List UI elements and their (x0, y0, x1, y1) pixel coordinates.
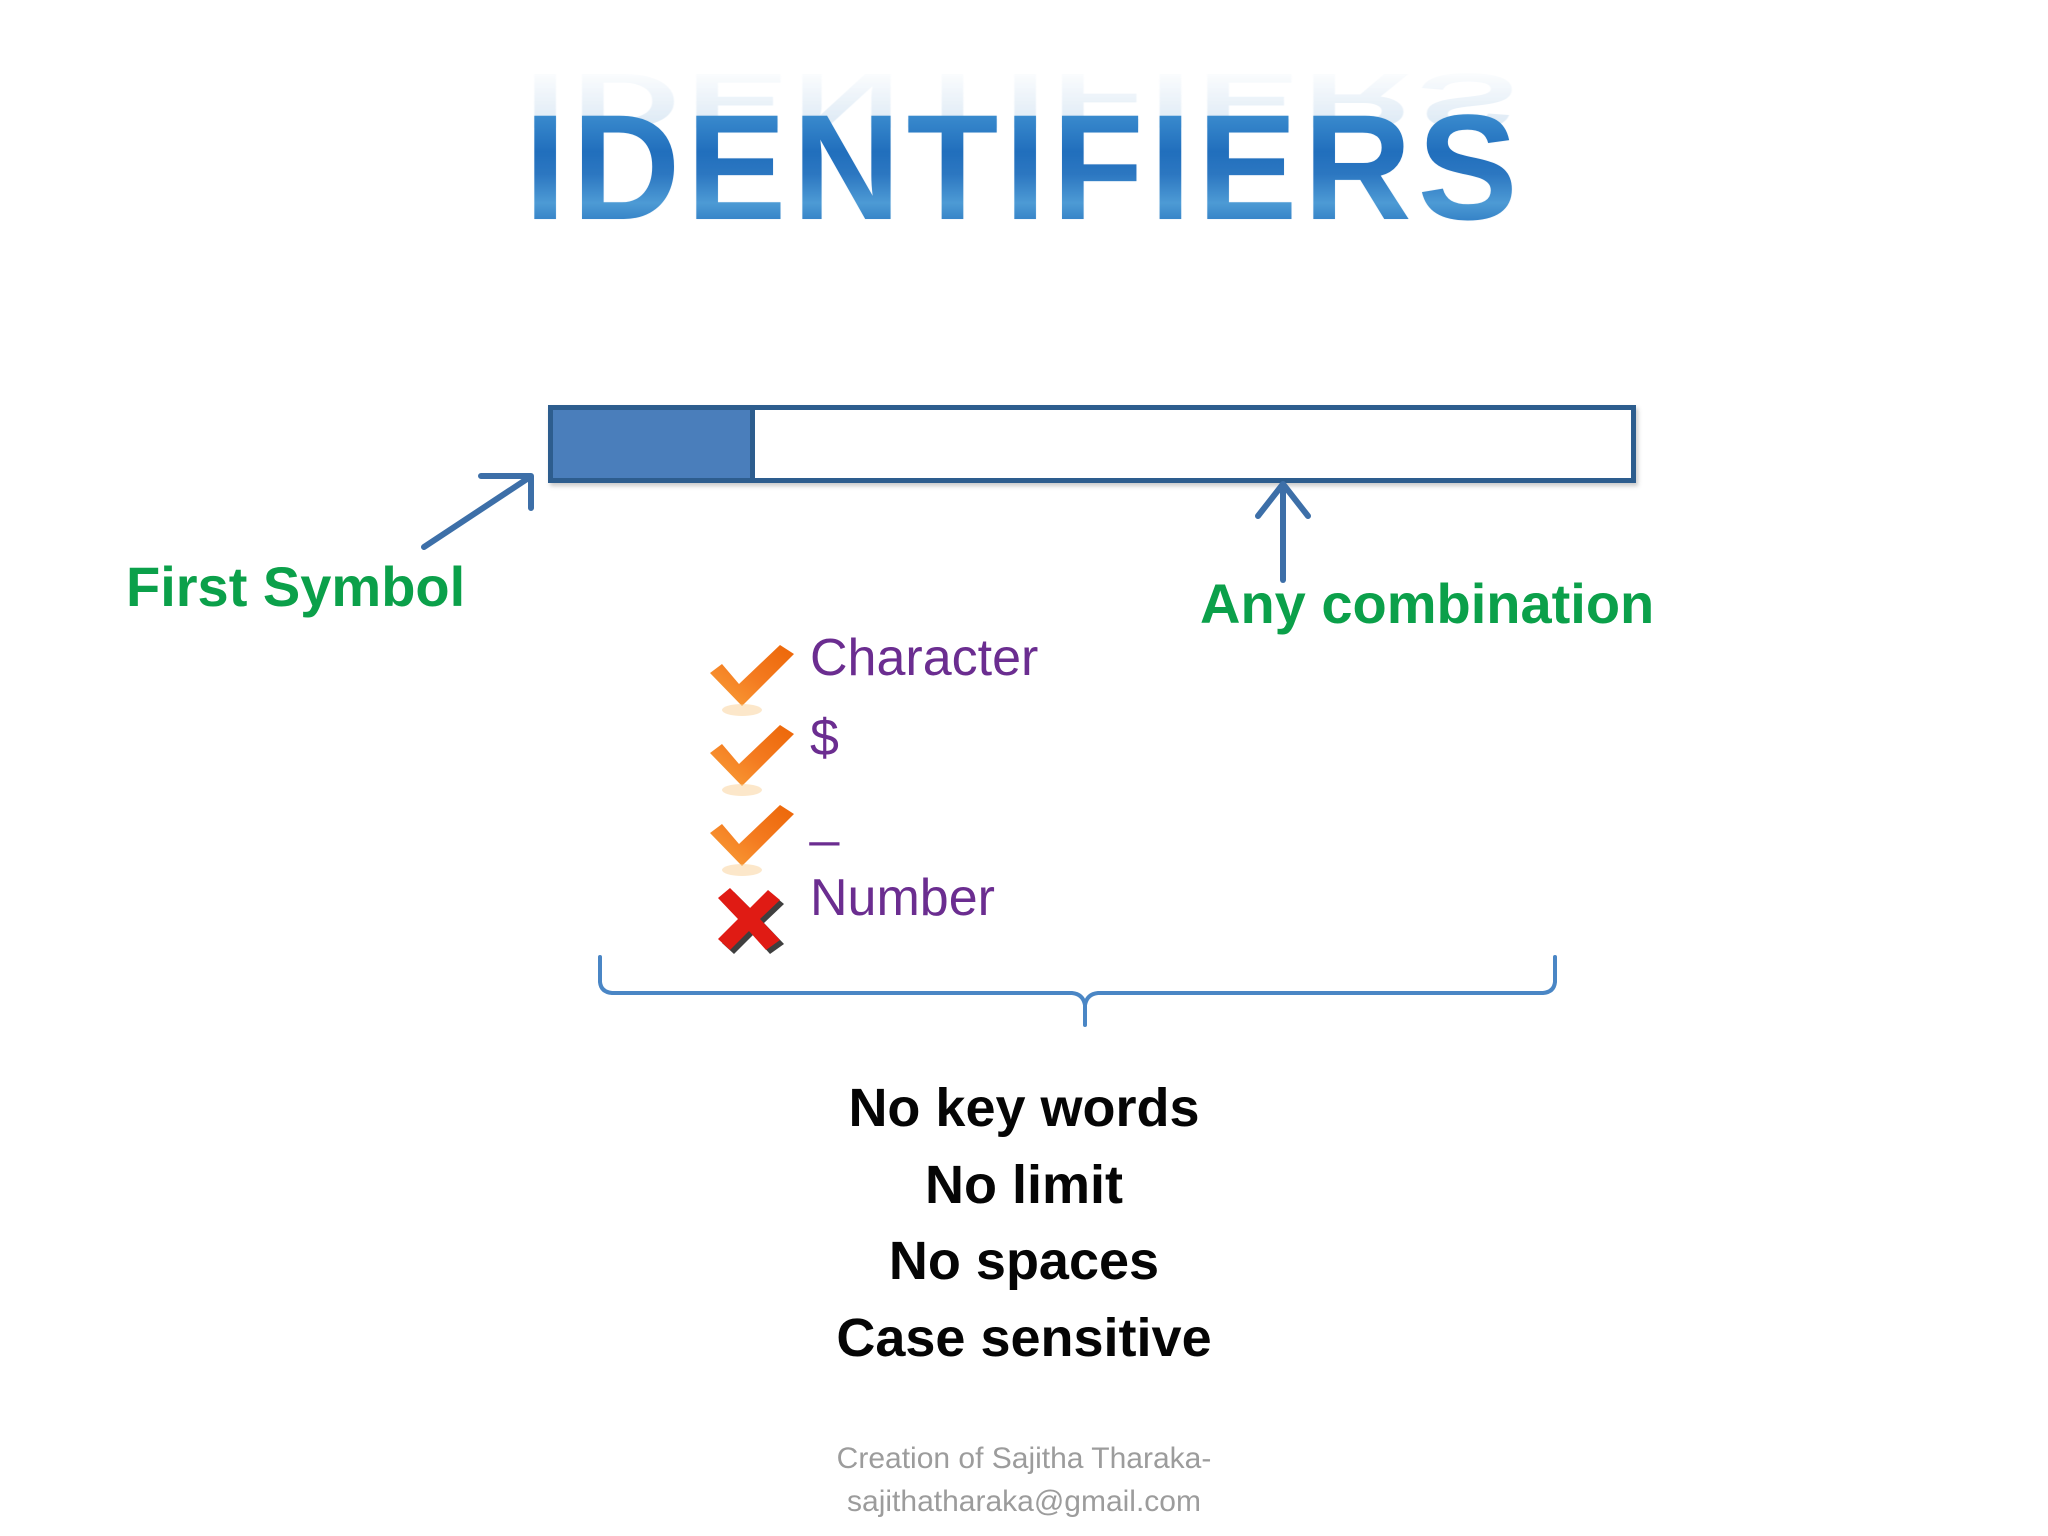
any-combination-arrow (1255, 481, 1311, 583)
footer-line-email: sajithatharaka@gmail.com (847, 1484, 1201, 1518)
footer-line-author: Creation of Sajitha Tharaka- (836, 1442, 1212, 1475)
list-item-label: _ (810, 789, 839, 847)
statements-block: No key words No limit No spaces Case sen… (0, 1070, 2048, 1377)
callout-first-symbol: First Symbol (126, 555, 466, 618)
cross-mark-icon (700, 878, 810, 958)
statement-line: No limit (925, 1154, 1123, 1215)
list-item: Character (700, 632, 1400, 718)
rules-brace (598, 955, 1557, 1027)
list-item: Number (700, 872, 1400, 958)
footer-credit: Creation of Sajitha Tharaka- sajithathar… (0, 1438, 2048, 1523)
statement-line: No key words (848, 1078, 1200, 1138)
list-item: $ (700, 712, 1400, 798)
rules-list: Character $ _ (700, 632, 1400, 958)
title-reflection: IDENTIFIERS (0, 57, 2048, 290)
list-item-label: $ (810, 709, 839, 767)
title-text: IDENTIFIERS (524, 83, 1524, 251)
list-item-label: Number (810, 869, 995, 927)
list-item-label: Character (810, 629, 1039, 687)
statement-line: Case sensitive (836, 1308, 1212, 1369)
statement-line: No spaces (888, 1231, 1160, 1292)
check-mark-icon (700, 718, 810, 798)
first-symbol-arrow (421, 473, 534, 550)
slide-title: IDENTIFIERS (0, 92, 2048, 242)
title-reflection-text: IDENTIFIERS (524, 57, 1524, 145)
identifier-bar (548, 405, 1636, 483)
list-item: _ (700, 792, 1400, 878)
check-mark-icon (700, 638, 810, 718)
bar-first-symbol-segment (553, 410, 755, 478)
callout-any-combination: Any combination (1200, 572, 1655, 635)
check-mark-icon (700, 798, 810, 878)
